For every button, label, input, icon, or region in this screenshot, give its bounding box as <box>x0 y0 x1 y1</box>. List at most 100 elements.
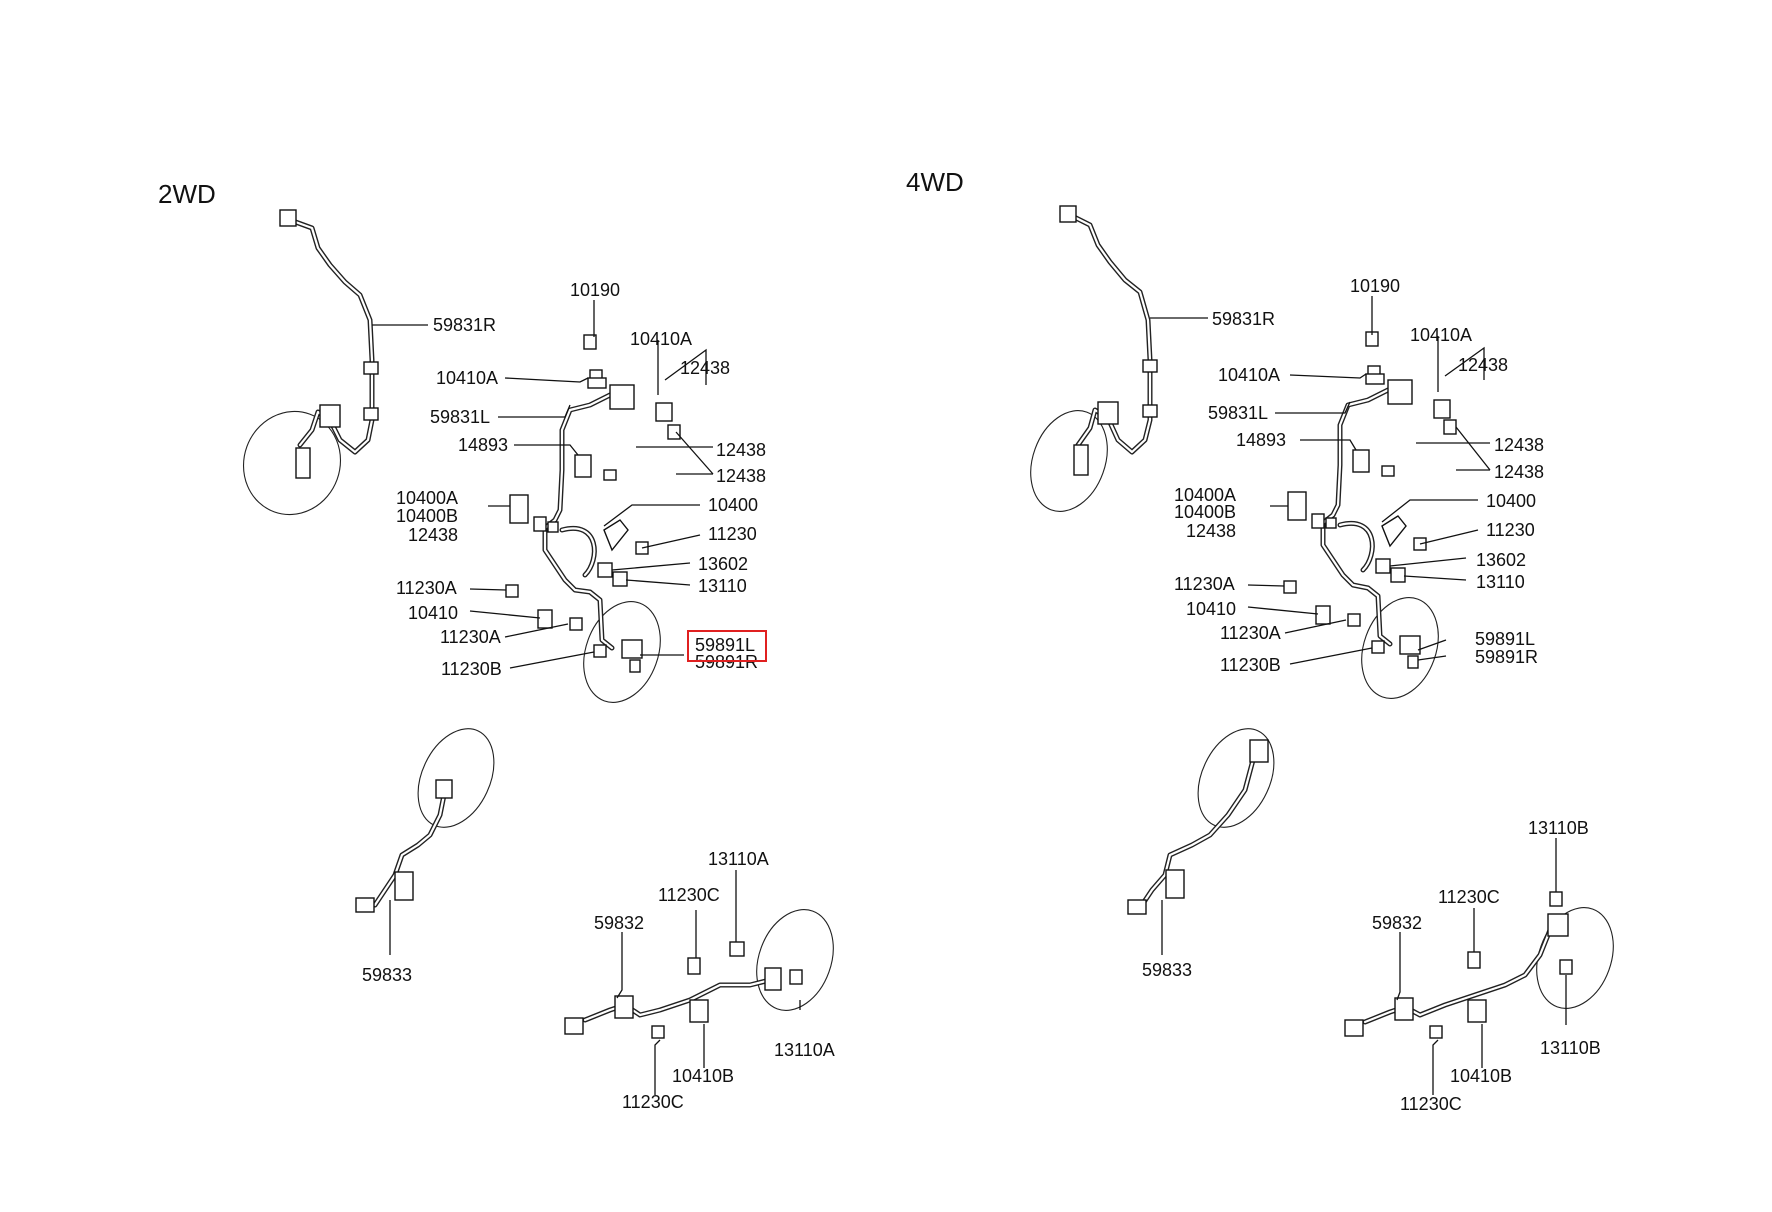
wheel-circle <box>417 728 495 828</box>
highlight-box <box>687 630 767 662</box>
part-label[interactable]: 11230A <box>1220 623 1281 643</box>
sensor-icon <box>1547 913 1569 937</box>
bolt-icon <box>1283 580 1297 594</box>
part-label[interactable]: 59891L <box>1475 629 1535 649</box>
part-label[interactable]: 11230B <box>1220 655 1281 675</box>
nut-icon <box>1390 567 1406 583</box>
bolt-icon <box>505 584 519 598</box>
part-label[interactable]: 13110A <box>708 849 769 869</box>
part-label[interactable]: 10400B <box>396 506 458 526</box>
part-label[interactable]: 11230A <box>1174 574 1235 594</box>
nut-icon <box>597 562 613 578</box>
part-label[interactable]: 10410 <box>1186 599 1236 619</box>
part-label[interactable]: 10190 <box>570 280 620 300</box>
part-label[interactable]: 11230C <box>658 885 720 905</box>
bolt-icon <box>1443 419 1457 435</box>
part-label[interactable]: 59891R <box>1475 647 1538 667</box>
part-label[interactable]: 11230A <box>440 627 501 647</box>
section-title-2wd: 2WD <box>158 179 216 209</box>
bracket-icon <box>1287 491 1307 521</box>
part-label[interactable]: 11230C <box>622 1092 684 1112</box>
part-label[interactable]: 11230 <box>1486 520 1535 540</box>
part-label[interactable]: 10410B <box>672 1066 734 1086</box>
bolt-icon <box>667 424 681 440</box>
clip-icon <box>1365 373 1385 385</box>
part-label[interactable]: 12438 <box>408 525 458 545</box>
part-label[interactable]: 11230B <box>441 659 502 679</box>
clip-icon <box>537 609 553 629</box>
part-label[interactable]: 13110B <box>1540 1038 1601 1058</box>
wheel-circle <box>1361 597 1439 699</box>
part-label[interactable]: 12438 <box>1186 521 1236 541</box>
clip-icon <box>1315 605 1331 625</box>
connector-icon <box>609 384 635 410</box>
part-label[interactable]: 59831R <box>433 315 496 335</box>
wheel-circle <box>583 601 661 703</box>
part-label[interactable]: 11230C <box>1438 887 1500 907</box>
part-label[interactable]: 10400A <box>1174 485 1236 505</box>
part-label[interactable]: 12438 <box>680 358 730 378</box>
part-label-highlighted[interactable]: 59891L <box>695 635 755 655</box>
part-label[interactable]: 10410A <box>436 368 498 388</box>
part-label[interactable]: 13110 <box>1476 572 1525 592</box>
bracket-icon <box>394 871 414 901</box>
part-label[interactable]: 12438 <box>716 440 766 460</box>
bolt-icon <box>1381 465 1395 477</box>
part-label[interactable]: 13602 <box>698 554 748 574</box>
part-label[interactable]: 10410B <box>1450 1066 1512 1086</box>
part-label[interactable]: 12438 <box>1458 355 1508 375</box>
part-label[interactable]: 12438 <box>716 466 766 486</box>
clip-icon <box>533 516 547 532</box>
bracket-icon <box>1381 515 1407 548</box>
part-label[interactable]: 59831L <box>430 407 490 427</box>
bolt-icon <box>547 521 559 533</box>
part-label[interactable]: 13110 <box>698 576 747 596</box>
part-label[interactable]: 59832 <box>1372 913 1422 933</box>
bracket-icon <box>1097 401 1119 425</box>
part-label[interactable]: 59833 <box>362 965 412 985</box>
part-label[interactable]: 14893 <box>1236 430 1286 450</box>
bolt-icon <box>1429 1025 1443 1039</box>
clip-icon <box>1311 513 1325 529</box>
part-label[interactable]: 13110A <box>774 1040 835 1060</box>
bracket-icon <box>1352 449 1370 473</box>
part-label[interactable]: 14893 <box>458 435 508 455</box>
part-label[interactable]: 10400A <box>396 488 458 508</box>
nut-icon <box>583 334 597 350</box>
wheel-circle <box>1030 410 1108 512</box>
part-label[interactable]: 13602 <box>1476 550 1526 570</box>
wheel-circle <box>756 909 834 1011</box>
part-label[interactable]: 11230C <box>1400 1094 1462 1114</box>
part-label[interactable]: 10410A <box>1410 325 1472 345</box>
part-label[interactable]: 13110B <box>1528 818 1589 838</box>
connector-icon <box>1387 379 1413 405</box>
bracket-icon <box>574 454 592 478</box>
part-label[interactable]: 10410A <box>630 329 692 349</box>
bolt-icon <box>687 957 701 975</box>
part-label[interactable]: 12438 <box>1494 462 1544 482</box>
bolt-icon <box>593 644 607 658</box>
connector-icon <box>564 1017 584 1035</box>
part-label[interactable]: 59833 <box>1142 960 1192 980</box>
part-label[interactable]: 12438 <box>1494 435 1544 455</box>
part-label[interactable]: 11230 <box>708 524 757 544</box>
part-label[interactable]: 10400B <box>1174 502 1236 522</box>
bolt-icon <box>651 1025 665 1039</box>
part-label[interactable]: 11230A <box>396 578 457 598</box>
sensor-icon <box>1399 635 1421 655</box>
part-label[interactable]: 59831R <box>1212 309 1275 329</box>
part-label[interactable]: 10400 <box>708 495 758 515</box>
connector-icon <box>1344 1019 1364 1037</box>
part-label[interactable]: 59831L <box>1208 403 1268 423</box>
part-label[interactable]: 10410A <box>1218 365 1280 385</box>
wheel-circle <box>242 410 342 516</box>
nut-icon <box>612 571 628 587</box>
part-label[interactable]: 10410 <box>408 603 458 623</box>
part-label[interactable]: 59832 <box>594 913 644 933</box>
part-label[interactable]: 10400 <box>1486 491 1536 511</box>
part-label[interactable]: 10190 <box>1350 276 1400 296</box>
sensor-icon <box>764 967 782 991</box>
bracket-icon <box>509 494 529 524</box>
bracket-icon <box>603 519 629 552</box>
